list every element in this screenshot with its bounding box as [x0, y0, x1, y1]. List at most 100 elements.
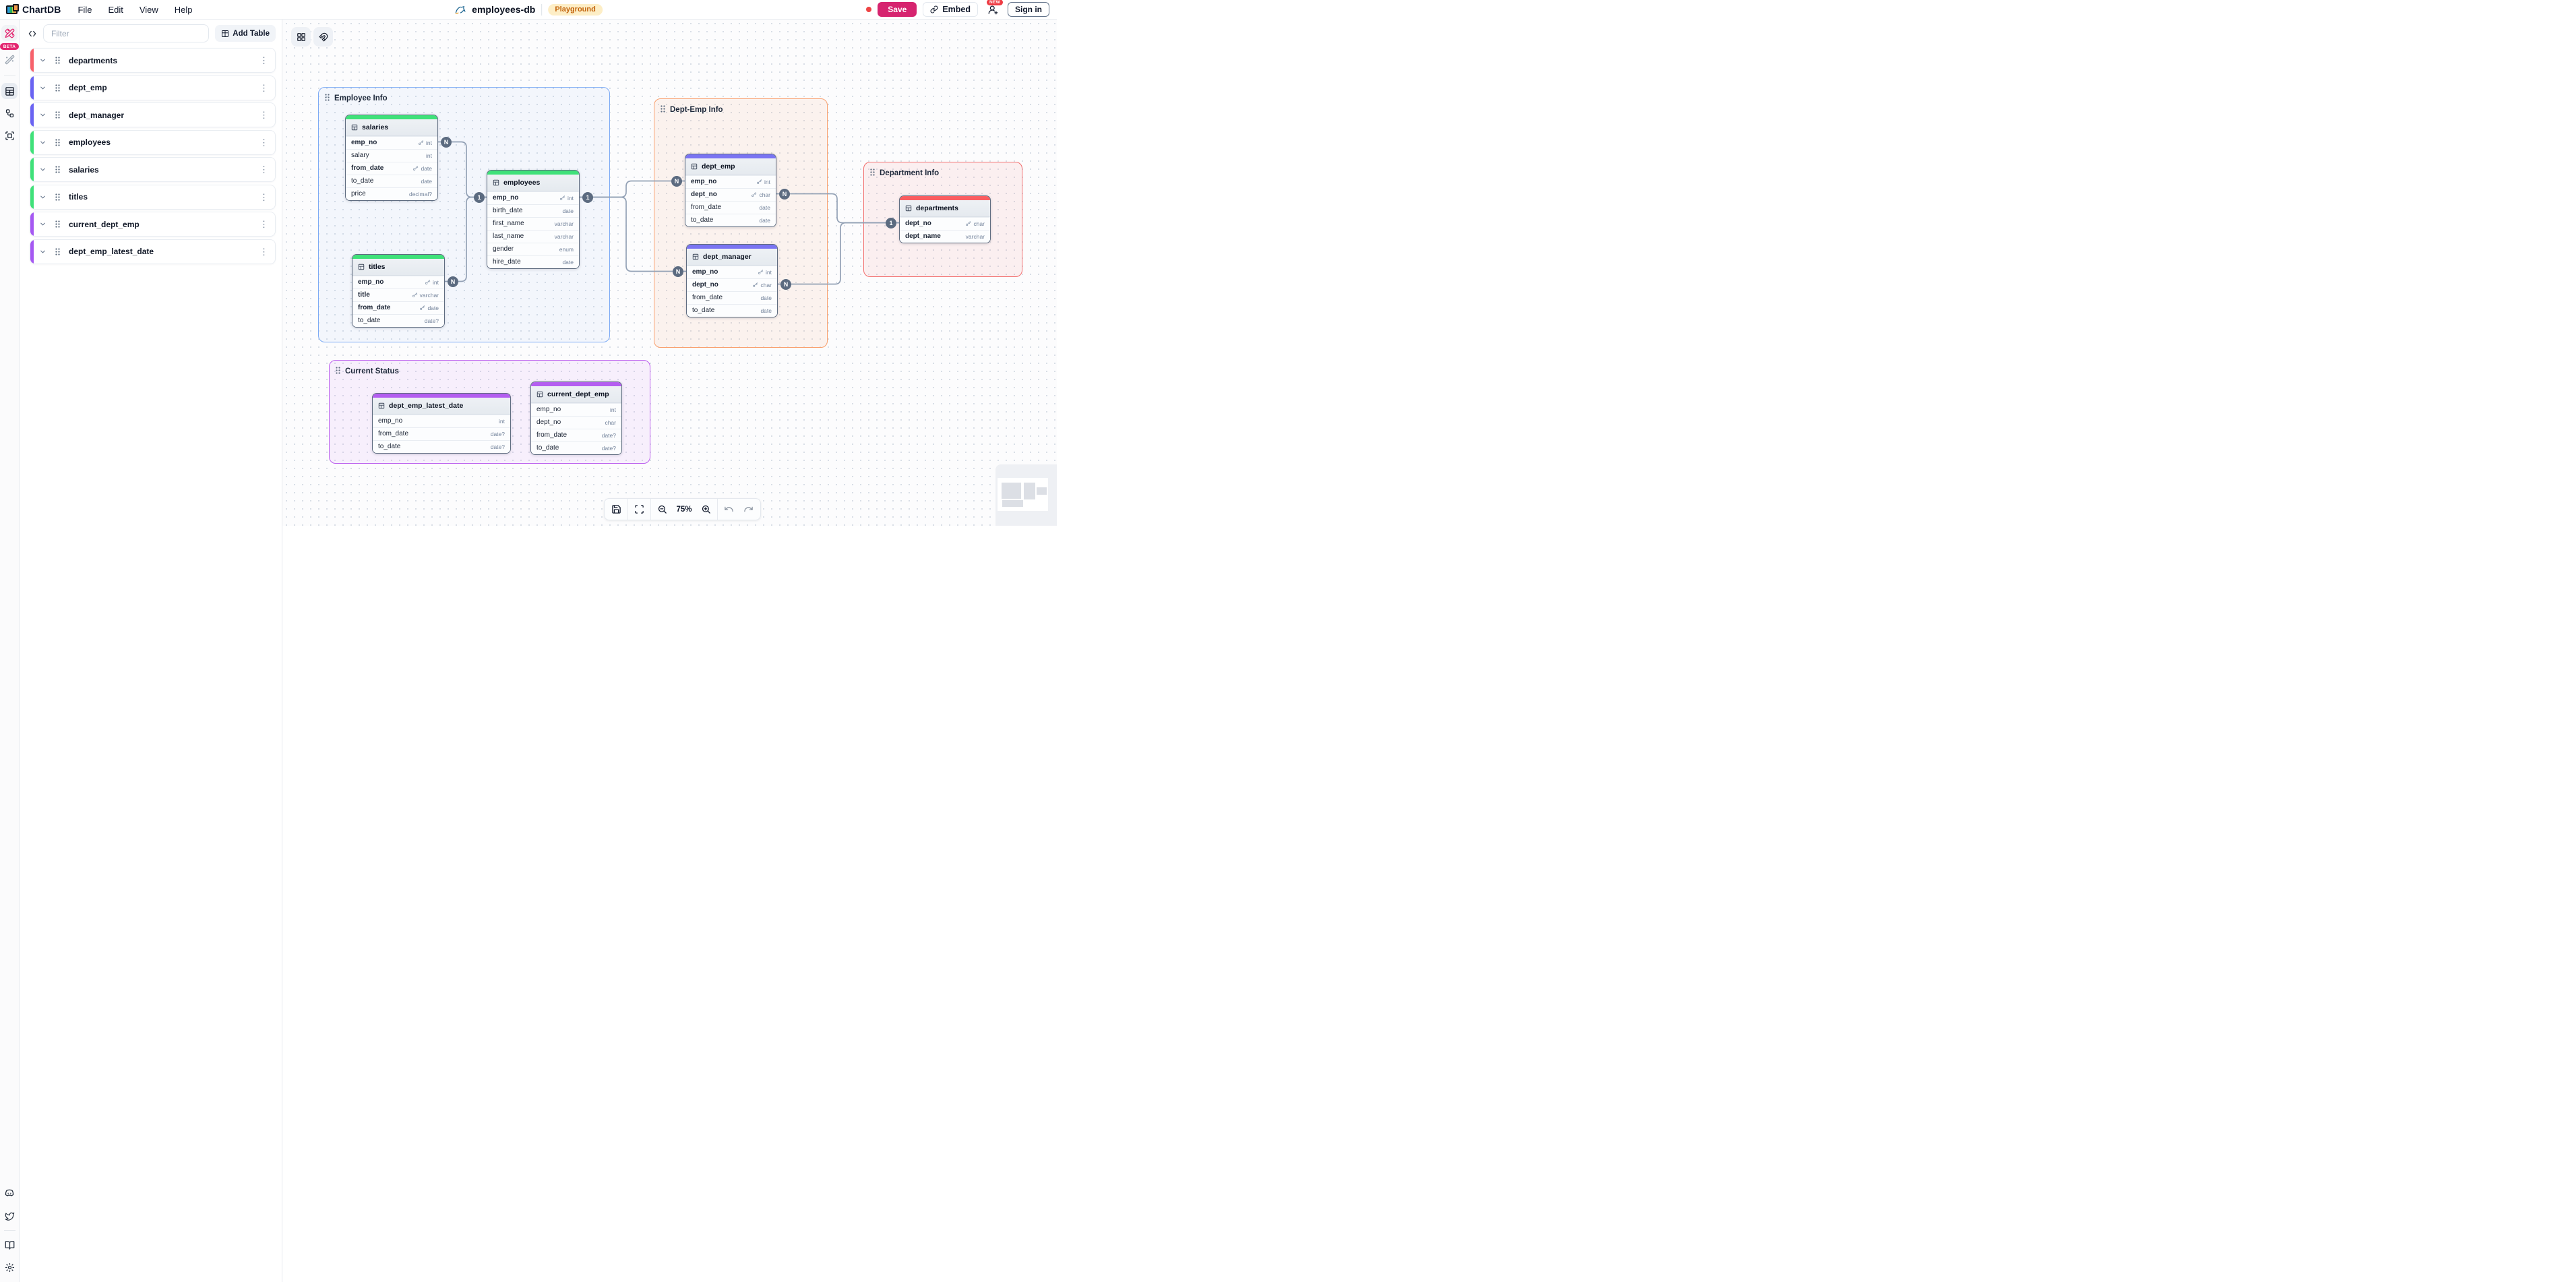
table-menu-button[interactable]: ⋮ — [259, 219, 268, 229]
drag-handle-icon[interactable] — [55, 247, 60, 255]
expand-chevron-icon[interactable] — [39, 57, 47, 64]
table-menu-button[interactable]: ⋮ — [259, 246, 268, 257]
expand-chevron-icon[interactable] — [39, 84, 47, 92]
invite-user-button[interactable]: NEW — [984, 0, 1004, 18]
embed-button[interactable]: Embed — [923, 2, 978, 17]
sidebar-table-item[interactable]: titles⋮ — [30, 184, 276, 210]
sidebar-table-item[interactable]: salaries⋮ — [30, 157, 276, 182]
sidebar-table-item[interactable]: dept_emp_latest_date⋮ — [30, 239, 276, 264]
area-drag-handle-icon[interactable] — [661, 104, 665, 116]
drag-handle-icon[interactable] — [55, 138, 60, 146]
add-table-button[interactable]: Add Table — [215, 25, 276, 42]
areas-panel-button[interactable] — [1, 127, 18, 144]
menu-view[interactable]: View — [139, 4, 158, 15]
relationship-line[interactable] — [445, 196, 487, 282]
table-menu-button[interactable]: ⋮ — [259, 164, 268, 175]
twitter-link-button[interactable] — [1, 1208, 18, 1224]
drag-handle-icon[interactable] — [55, 166, 60, 173]
table-header[interactable]: salaries — [346, 119, 437, 136]
editor-tools-button[interactable] — [1, 25, 18, 41]
area-drag-handle-icon[interactable] — [325, 92, 330, 104]
sign-in-button[interactable]: Sign in — [1008, 2, 1049, 17]
expand-chevron-icon[interactable] — [39, 193, 47, 201]
drag-handle-icon[interactable] — [55, 220, 60, 228]
sidebar-table-item[interactable]: current_dept_emp⋮ — [30, 212, 276, 237]
relationship-line[interactable] — [438, 141, 487, 198]
menu-file[interactable]: File — [78, 4, 92, 15]
table-menu-button[interactable]: ⋮ — [259, 191, 268, 202]
menu-edit[interactable]: Edit — [108, 4, 123, 15]
expand-chevron-icon[interactable] — [39, 166, 47, 173]
table-header[interactable]: departments — [900, 200, 990, 217]
zoom-out-button[interactable] — [652, 500, 672, 518]
sidebar-table-item[interactable]: dept_manager⋮ — [30, 102, 276, 127]
sidebar-table-item[interactable]: dept_emp⋮ — [30, 75, 276, 100]
tables-panel-button[interactable] — [1, 83, 18, 99]
relationship-line[interactable] — [580, 196, 686, 272]
save-button[interactable]: Save — [878, 2, 917, 17]
relationships-panel-button[interactable] — [1, 105, 18, 121]
table-header[interactable]: dept_manager — [687, 248, 777, 266]
show-all-button[interactable] — [291, 27, 311, 47]
drag-handle-icon[interactable] — [55, 193, 60, 201]
expand-chevron-icon[interactable] — [39, 139, 47, 146]
table-header[interactable]: current_dept_emp — [531, 386, 621, 403]
table-menu-button[interactable]: ⋮ — [259, 82, 268, 93]
fit-view-button[interactable] — [630, 500, 649, 518]
docs-button[interactable] — [1, 1237, 18, 1253]
table-menu-button[interactable]: ⋮ — [259, 137, 268, 148]
undo-button[interactable] — [719, 500, 739, 518]
relationship-line[interactable] — [778, 222, 899, 285]
diagram-name[interactable]: employees-db — [472, 4, 536, 15]
table-header[interactable]: employees — [487, 174, 579, 191]
expand-chevron-icon[interactable] — [39, 220, 47, 228]
settings-button[interactable] — [1, 1259, 18, 1275]
menu-help[interactable]: Help — [174, 4, 193, 15]
redo-button[interactable] — [739, 500, 758, 518]
view-code-toggle[interactable] — [28, 29, 37, 38]
area-drag-handle-icon[interactable] — [870, 167, 875, 179]
table-header[interactable]: dept_emp_latest_date — [373, 397, 510, 415]
table-header[interactable]: dept_emp — [685, 158, 776, 175]
zoom-level[interactable]: 75% — [676, 505, 692, 514]
save-diagram-button[interactable] — [607, 500, 626, 518]
area-drag-handle-icon[interactable] — [336, 365, 340, 377]
discord-link-button[interactable] — [1, 1186, 18, 1202]
snap-magnet-button[interactable] — [313, 27, 333, 47]
sidebar-table-item[interactable]: departments⋮ — [30, 48, 276, 73]
drag-handle-icon[interactable] — [55, 111, 60, 119]
sidebar-table-item[interactable]: employees⋮ — [30, 129, 276, 155]
